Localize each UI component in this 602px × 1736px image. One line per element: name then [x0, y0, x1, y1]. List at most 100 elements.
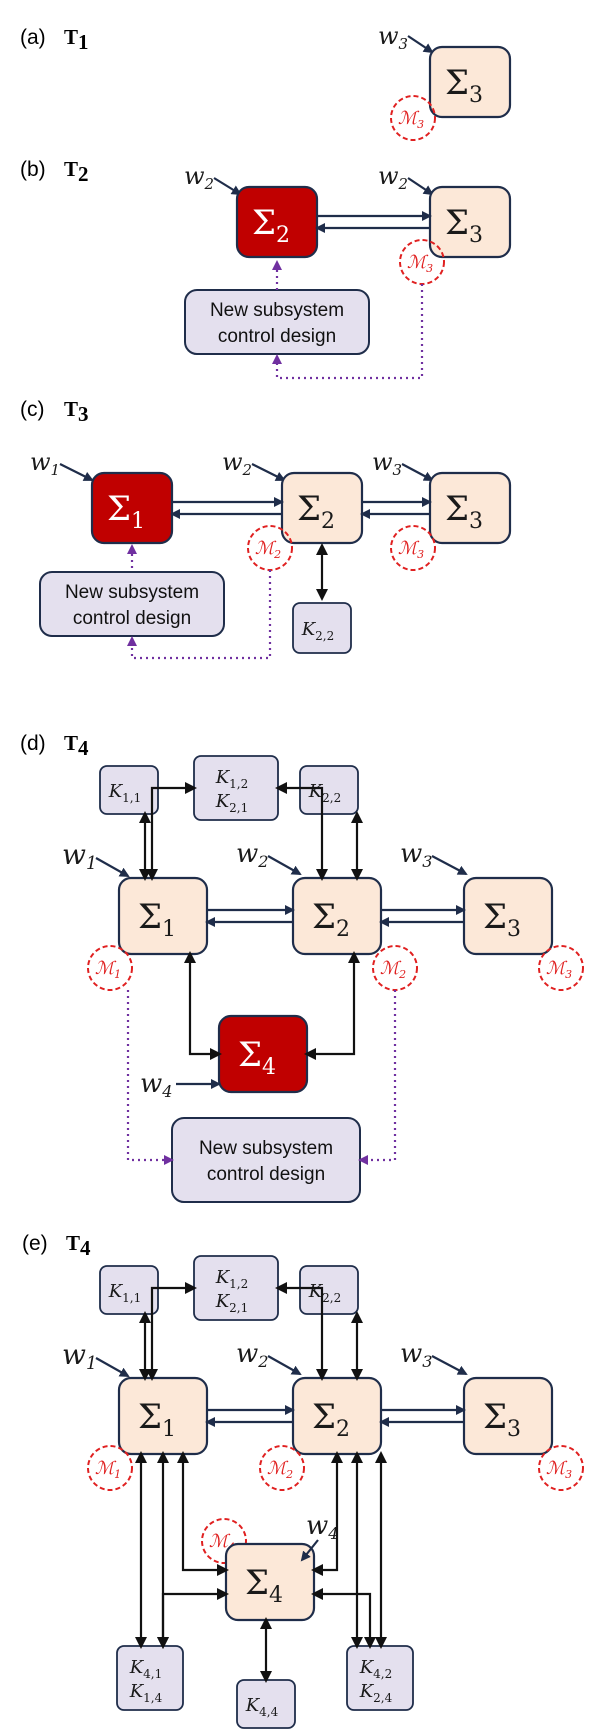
panel-c-k22-label-1: K2,2 — [301, 619, 335, 643]
panel-d-k11: K1,1 — [99, 765, 159, 815]
panel-e-k12-21-label-1: K1,2 — [215, 1267, 249, 1291]
panel-c-w2-arrow — [251, 463, 286, 481]
panel-c-sigma-3-label: Σ3 — [445, 489, 483, 534]
panel-c-w3-arrow — [401, 463, 434, 481]
panel-d-sigma-1: Σ1 — [117, 876, 209, 956]
panel-a-heading: (a) T1 — [20, 25, 89, 54]
panel-a-w3-arrow — [407, 35, 434, 54]
panel-c-sigma-2-label: Σ2 — [297, 489, 335, 534]
panel-d-sigma-4: Σ4 — [217, 1014, 309, 1094]
panel-d-sigma-2-label: Σ2 — [312, 897, 350, 942]
panel-e-sigma-4: Σ4 — [224, 1542, 316, 1622]
panel-e-model-2-label: ℳ2 — [267, 1458, 293, 1481]
panel-d-dotted-left — [126, 990, 174, 1165]
panel-c-model-3-ring — [390, 525, 436, 571]
panel-e-sigma-2-box — [291, 1376, 383, 1456]
panel-c-k22: K2,2 — [292, 602, 352, 654]
panel-e-sigma-4-label: Σ4 — [245, 1563, 283, 1608]
panel-b-w2-arrow — [213, 177, 242, 196]
panel-b-sigma-2-box — [235, 185, 319, 259]
panel-d-design-box — [171, 1117, 361, 1203]
panel-e-k12-21-label-2: K2,1 — [215, 1291, 249, 1315]
panel-e-k42-24-label-2: K2,4 — [359, 1681, 393, 1705]
panel-c-w3: w3 — [372, 448, 402, 479]
panel-e-w3-arrow — [431, 1355, 468, 1375]
panel-e-w1: w1 — [62, 1338, 97, 1374]
panel-d-heading-tag: (d) — [20, 732, 46, 755]
panel-e-link-4-1 — [177, 1451, 229, 1576]
panel-e-k44-label-1: K4,4 — [245, 1695, 279, 1719]
panel-d-w2: w2 — [236, 839, 269, 871]
panel-a-heading-title: T1 — [64, 25, 89, 54]
panel-e-k11-label-1: K1,1 — [108, 1281, 142, 1305]
panel-e-model-1-label: ℳ1 — [95, 1458, 121, 1481]
panel-d-w2-arrow — [267, 855, 302, 875]
panel-b-heading-title: T2 — [64, 157, 89, 186]
panel-c-dotted-loop — [127, 570, 272, 660]
panel-d-w1-arrow — [95, 857, 130, 877]
panel-d-k12-21-label-1: K1,2 — [215, 767, 249, 791]
panel-c-w1-arrow — [59, 463, 94, 481]
panel-e-sigma-1: Σ1 — [117, 1376, 209, 1456]
panel-e-k12-21: K1,2K2,1 — [193, 1255, 279, 1321]
panel-a-model-3: ℳ3 — [390, 95, 436, 141]
panel-a-sigma-3: Σ3 — [428, 45, 512, 119]
panel-e-link-k12-1 — [146, 1282, 197, 1381]
panel-d-link-k12-2 — [275, 782, 328, 881]
panel-d-sigma-2: Σ2 — [291, 876, 383, 956]
panel-b-design-line1: New subsystem — [210, 300, 344, 321]
panel-e-k41-14-label-2: K1,4 — [129, 1681, 163, 1705]
panel-d-model-2: ℳ2 — [372, 945, 418, 991]
panel-e-model-3: ℳ3 — [538, 1445, 584, 1491]
panel-e-k44: K4,4 — [236, 1679, 296, 1729]
panel-a-model-3-label: ℳ3 — [398, 108, 424, 131]
panel-d-w4: w4 — [140, 1069, 173, 1101]
panel-e-k41-14: K4,1K1,4 — [116, 1645, 184, 1711]
panel-d-link-4-1 — [184, 951, 222, 1060]
panel-d-model-1: ℳ1 — [87, 945, 133, 991]
panel-c-w1: w1 — [30, 448, 60, 479]
panel-c-sigma-2: Σ2 — [280, 471, 364, 545]
panel-d-link-4-2 — [304, 951, 360, 1060]
panel-b-w2: w2 — [184, 162, 214, 193]
panel-d-design-line1: New subsystem — [199, 1138, 333, 1159]
panel-d-heading-title: T4 — [64, 731, 89, 760]
panel-e-k42-24-label-1: K4,2 — [359, 1657, 393, 1681]
panel-b-sigma-3: Σ3 — [428, 185, 512, 259]
panel-e-link-4-k41 — [157, 1588, 229, 1649]
panel-e-sigma-1-label: Σ1 — [138, 1397, 176, 1442]
panel-a-sigma-3-box — [428, 45, 512, 119]
panel-c-design-line1: New subsystem — [65, 582, 199, 603]
panel-b-design-line2: control design — [218, 326, 336, 347]
panel-a-sigma-3-label: Σ3 — [445, 63, 483, 108]
panel-d-sigma-1-label: Σ1 — [138, 897, 176, 942]
panel-e-k22: K2,2 — [299, 1265, 359, 1315]
panel-c-sigma-1-label: Σ1 — [107, 489, 145, 534]
panel-e-k42-24: K4,2K2,4 — [346, 1645, 414, 1711]
panel-d-sigma-2-box — [291, 876, 383, 956]
panel-b-w2b: w2 — [378, 162, 408, 193]
panel-e-model-1-ring — [87, 1445, 133, 1491]
panel-e-w2: w2 — [236, 1339, 269, 1371]
panel-c-sigma-1-box — [90, 471, 174, 545]
panel-a-w3: w3 — [378, 22, 408, 53]
panel-d-model-1-ring — [87, 945, 133, 991]
panel-e-sigma-2: Σ2 — [291, 1376, 383, 1456]
panel-c-w2: w2 — [222, 448, 252, 479]
panel-e-link-4-k42 — [311, 1588, 376, 1649]
panel-c-heading-tag: (c) — [20, 398, 45, 421]
panel-b-heading-tag: (b) — [20, 158, 46, 181]
panel-d-model-1-label: ℳ1 — [95, 958, 121, 981]
panel-d-link-k12-1 — [146, 782, 197, 881]
panel-d-heading: (d) T4 — [20, 731, 89, 760]
panel-a-heading-tag: (a) — [20, 26, 46, 49]
panel-b-model-3-label: ℳ3 — [407, 252, 433, 275]
panel-d-sigma-3-box — [462, 876, 554, 956]
panel-d-sigma-3-label: Σ3 — [483, 897, 521, 942]
panel-c-sigma-3: Σ3 — [428, 471, 512, 545]
panel-d-sigma-3: Σ3 — [462, 876, 554, 956]
panel-a-model-3-ring — [390, 95, 436, 141]
panel-c-heading: (c)T3 — [20, 397, 89, 426]
panel-e-w2-arrow — [267, 1355, 302, 1375]
